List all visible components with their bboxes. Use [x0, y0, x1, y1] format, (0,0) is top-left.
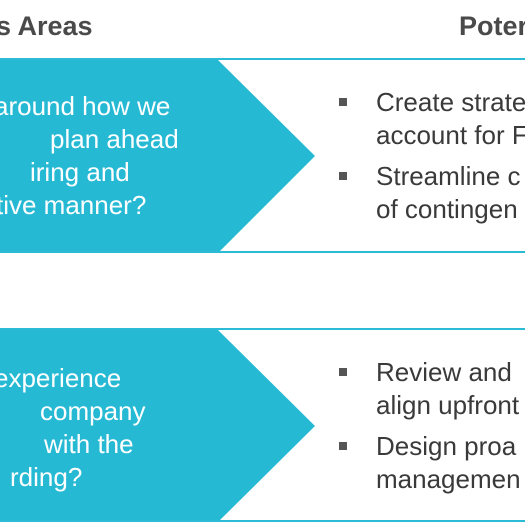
action-line: Review and [376, 357, 512, 387]
row-1-bottom-rule [0, 251, 525, 253]
action-line: Streamline c [376, 161, 521, 191]
row-2-arrow-shape [0, 330, 315, 522]
square-bullet-icon [339, 442, 347, 450]
row-2-bottom-rule [0, 520, 525, 522]
potential-header: Poter [459, 11, 525, 41]
square-bullet-icon [339, 98, 347, 106]
action-line: of contingen [376, 194, 518, 224]
row-2-question-line: experience [0, 363, 122, 393]
focus-areas-header: s Areas [0, 11, 93, 41]
square-bullet-icon [339, 172, 347, 180]
row-1-question-line: around how we [0, 91, 171, 121]
row-2-actions-list: Review and align upfront Design proa man… [337, 356, 521, 496]
row-2-question-line: rding? [10, 462, 83, 492]
action-line: align upfront [376, 390, 520, 420]
row-1-question-line: iring and [30, 157, 130, 187]
row-2-action-item: Design proa managemen [337, 430, 521, 496]
action-line: managemen [376, 464, 521, 494]
row-1-arrow-shape [0, 60, 315, 253]
row-1-action-item: Streamline c of contingen [337, 160, 525, 226]
row-1-actions-list: Create strate account for F Streamline c… [337, 86, 525, 226]
action-line: Design proa [376, 431, 517, 461]
row-1-question: around how we plan ahead iring and tive … [0, 90, 179, 222]
row-1-top-rule [0, 58, 525, 60]
action-line: Create strate [376, 87, 525, 117]
row-2-top-rule [0, 328, 525, 330]
row-2-question-line: company [40, 396, 146, 426]
row-1-question-line: tive manner? [0, 190, 147, 220]
row-1-question-line: plan ahead [50, 124, 179, 154]
action-line: account for F [376, 120, 525, 150]
row-2-question-line: with the [44, 429, 134, 459]
square-bullet-icon [339, 368, 347, 376]
row-2-question: experience company with the rding? [0, 362, 146, 494]
row-2-action-item: Review and align upfront [337, 356, 521, 422]
row-1-action-item: Create strate account for F [337, 86, 525, 152]
